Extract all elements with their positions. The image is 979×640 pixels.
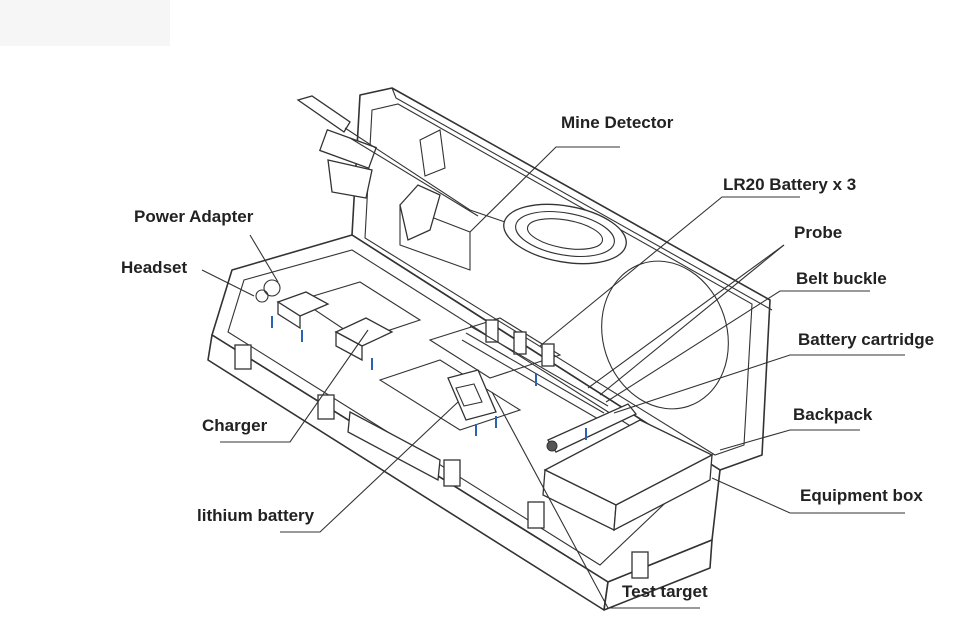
leader-probe-1: [587, 244, 785, 389]
leader-probe-2: [599, 244, 785, 396]
leader-mine-detector: [469, 146, 620, 233]
label-test-target: Test target: [622, 582, 708, 601]
leader-lr20-battery: [539, 196, 800, 347]
label-headset: Headset: [121, 258, 187, 277]
leader-belt-buckle: [605, 290, 870, 403]
leader-power-adapter: [249, 234, 279, 283]
label-backpack: Backpack: [793, 405, 873, 424]
mine-detector-drawing: [296, 95, 627, 265]
leader-test-target: [491, 391, 700, 609]
labels: Mine Detector LR20 Battery x 3 Probe Bel…: [121, 113, 934, 601]
label-lr20-battery: LR20 Battery x 3: [723, 175, 856, 194]
label-lithium-battery: lithium battery: [197, 506, 315, 525]
case-base: [207, 234, 721, 611]
header-band: [0, 0, 170, 46]
label-equipment-box: Equipment box: [800, 486, 923, 505]
leader-backpack: [719, 429, 860, 451]
leader-charger: [220, 329, 369, 443]
label-probe: Probe: [794, 223, 842, 242]
leader-headset: [201, 269, 255, 297]
leader-lithium-battery: [280, 401, 459, 533]
label-battery-cartridge: Battery cartridge: [798, 330, 934, 349]
label-power-adapter: Power Adapter: [134, 207, 254, 226]
label-belt-buckle: Belt buckle: [796, 269, 887, 288]
leader-battery-cartridge: [613, 354, 905, 414]
label-charger: Charger: [202, 416, 268, 435]
label-mine-detector: Mine Detector: [561, 113, 674, 132]
leader-equipment-box: [711, 477, 905, 514]
leader-lines: [201, 146, 905, 609]
